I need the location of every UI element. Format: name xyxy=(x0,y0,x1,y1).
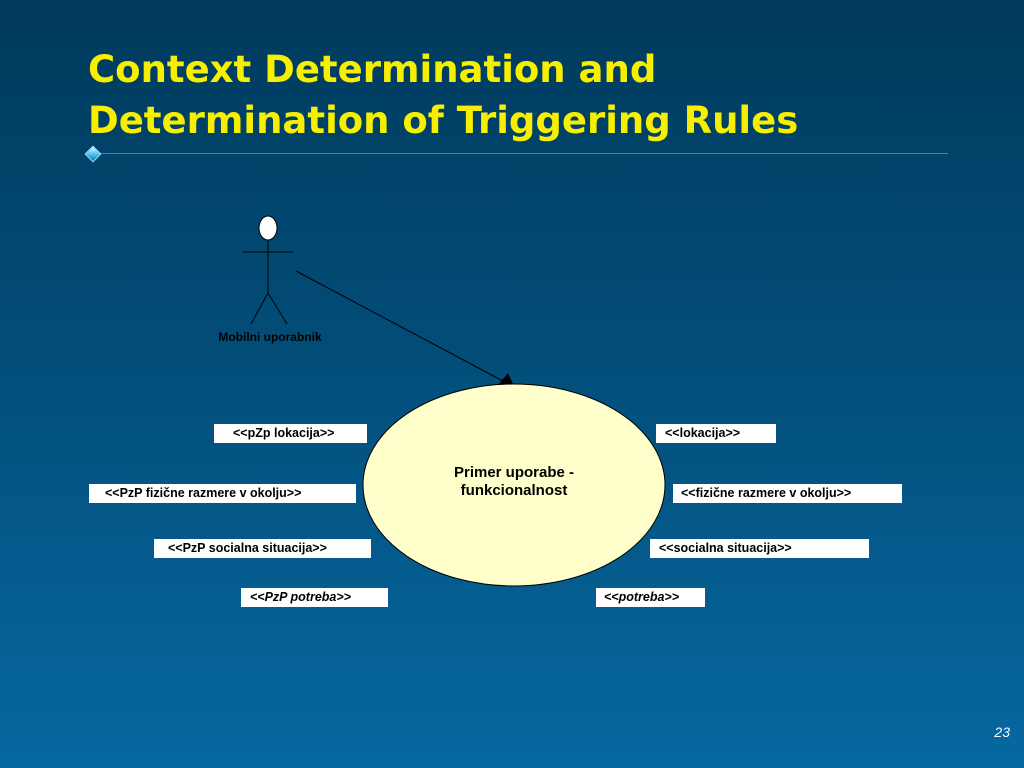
arrowhead-icon xyxy=(499,373,514,386)
title-underline xyxy=(88,153,948,154)
association-line xyxy=(295,270,504,382)
page-number: 23 xyxy=(994,724,1010,740)
actor-label: Mobilni uporabnik xyxy=(218,330,322,344)
right-tag-location: <<lokacija>> xyxy=(656,424,776,443)
actor-right-leg xyxy=(267,292,288,325)
use-case-label-line-1: Primer uporabe - xyxy=(453,464,575,481)
use-case-label: Primer uporabe - funkcionalnost xyxy=(414,464,614,500)
title-line-1: Context Determination and xyxy=(88,48,657,91)
title-line-2: Determination of Triggering Rules xyxy=(88,99,799,142)
right-tag-social-situation: <<socialna situacija>> xyxy=(650,539,869,558)
actor-figure xyxy=(243,215,293,325)
left-tag-location: <<pZp lokacija>> xyxy=(214,424,367,443)
use-case-label-line-2: funkcionalnost xyxy=(460,482,568,499)
left-tag-physical-conditions: <<PzP fizične razmere v okolju>> xyxy=(89,484,356,503)
right-tag-physical-conditions: <<fizične razmere v okolju>> xyxy=(673,484,902,503)
slide-title: Context Determination and Determination … xyxy=(88,44,968,146)
actor-head xyxy=(258,215,278,241)
right-tag-need: <<potreba>> xyxy=(596,588,705,607)
use-case-ellipse xyxy=(362,383,666,587)
left-tag-social-situation: <<PzP socialna situacija>> xyxy=(154,539,371,558)
left-tag-need: <<PzP potreba>> xyxy=(241,588,388,607)
actor-left-leg xyxy=(250,292,269,325)
